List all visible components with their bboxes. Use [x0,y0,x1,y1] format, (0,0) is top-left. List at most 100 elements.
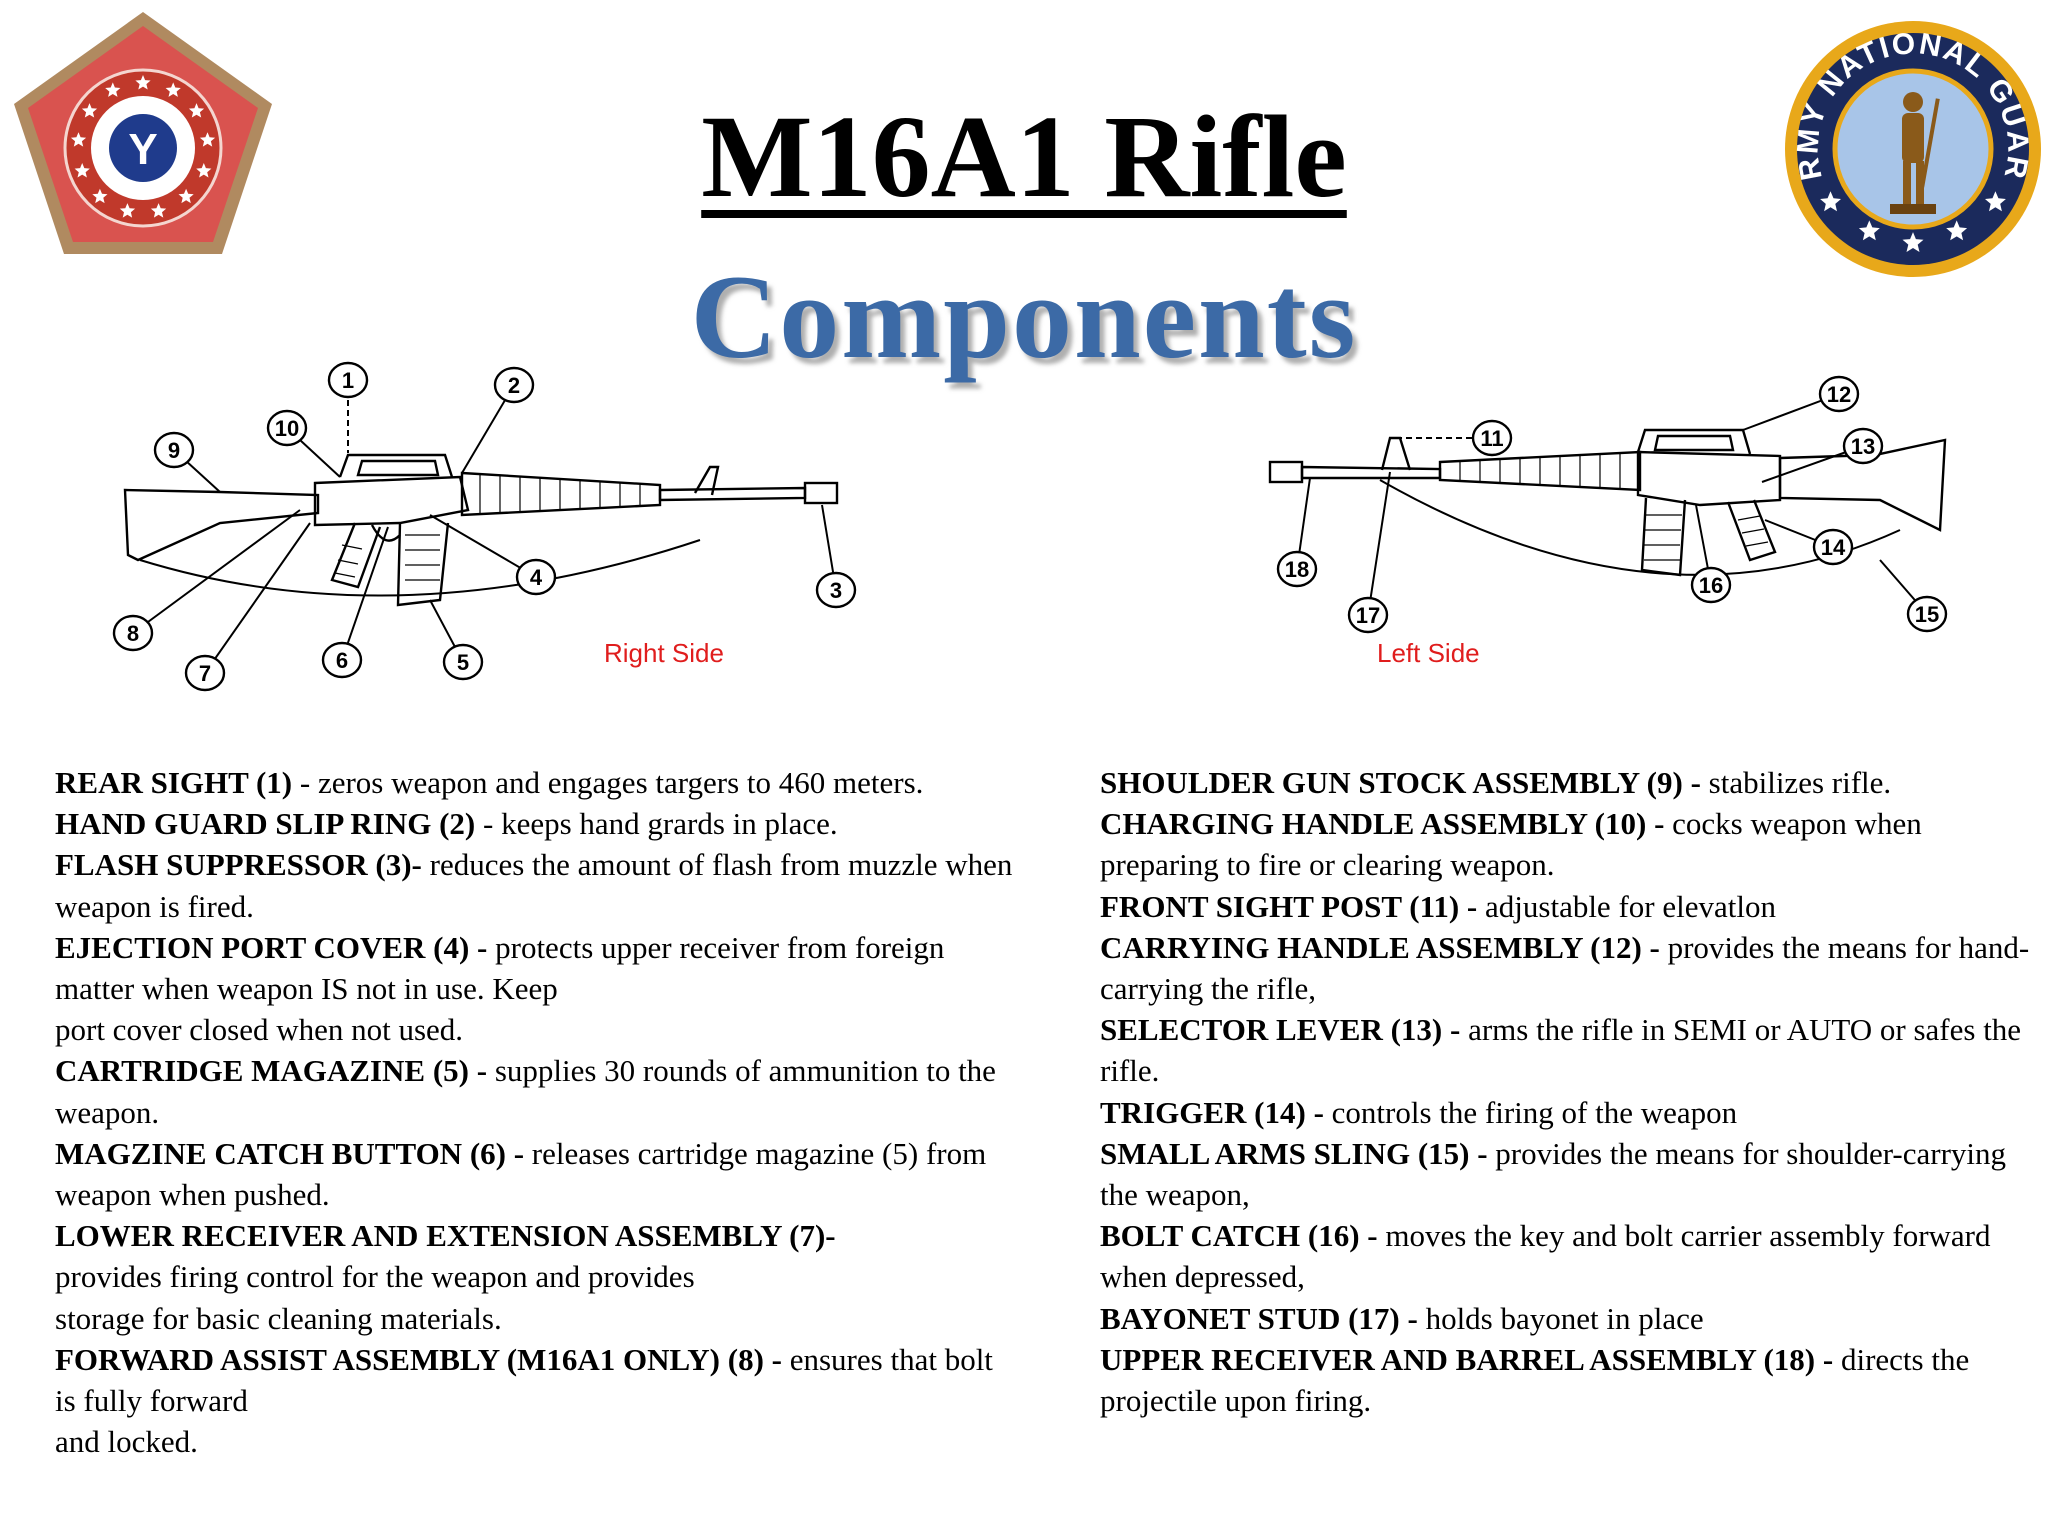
component-name: REAR SIGHT (1) [55,765,293,800]
component-description: directs the projectile upon firing. [1100,1341,1970,1419]
callout-marker [153,431,195,469]
component-description: provides firing control for the weapon a… [55,1259,695,1336]
patch-star-icon [81,103,98,118]
component-entry: MAGZINE CATCH BUTTON (6) - releases cart… [55,1133,1015,1215]
division-patch-logo: Y [14,12,272,254]
callout-number: 18 [1285,557,1309,582]
callout-marker [266,409,308,447]
component-name: TRIGGER (14) - [1100,1094,1324,1130]
callout-number: 12 [1827,382,1851,407]
callout-number: 17 [1356,603,1380,628]
left-side-label: Left Side [1377,638,1480,668]
component-entry: CHARGING HANDLE ASSEMBLY (10) - cocks we… [1100,803,2030,885]
patch-star-icon [150,203,167,218]
callout-number: 13 [1851,434,1875,459]
patch-star-icon [199,132,216,147]
component-name: SMALL ARMS SLING (15) - [1100,1135,1488,1171]
patch-star-icon [196,163,212,178]
patch-star-icon [119,203,136,218]
component-entry: FRONT SIGHT POST (11) - adjustable for e… [1100,886,2030,927]
component-description: supplies 30 rounds of ammunition to the … [55,1053,996,1130]
component-description: - keeps hand grards in place. [475,806,838,842]
patch-star-icon [165,82,181,97]
rifle-right-side-drawing [123,453,839,607]
component-entry: CARRYING HANDLE ASSEMBLY (12) - provides… [1100,927,2030,1009]
page-subtitle: Components [690,250,1358,383]
components-list-left: REAR SIGHT (1) - zeros weapon and engage… [55,762,1015,1462]
callout-number: 6 [336,648,348,673]
component-name: SHOULDER GUN STOCK ASSEMBLY (9) - [1100,765,1701,800]
callout-number: 9 [168,438,180,463]
patch-star-icon [178,188,194,204]
callout-marker [1842,427,1884,465]
callout-marker [1906,595,1948,633]
callout-number: 4 [530,565,543,590]
component-name: LOWER RECEIVER AND EXTENSION ASSEMBLY (7… [55,1218,836,1254]
seal-star-icon [1820,191,1841,212]
component-entry: TRIGGER (14) - controls the firing of th… [1100,1092,2030,1133]
callout-marker [1690,566,1732,604]
callout-number: 15 [1915,602,1939,627]
component-description: provides the means for shoulder-carrying… [1100,1135,2007,1213]
component-entry: SHOULDER GUN STOCK ASSEMBLY (9) - stabil… [1100,762,2030,803]
component-description: - zeros weapon and engages targers to 46… [292,765,924,800]
component-entry: SMALL ARMS SLING (15) - provides the mea… [1100,1133,2030,1215]
callout-number: 8 [127,621,139,646]
callout-marker [1347,596,1389,634]
callout-number: 5 [457,650,469,675]
callout-marker [815,571,857,609]
callout-marker [327,361,369,399]
component-name: CARTRIDGE MAGAZINE (5) - [55,1053,488,1089]
component-description: cocks weapon when preparing to fire or c… [1100,806,1922,883]
patch-star-icon [105,82,121,97]
component-description: ensures that bolt is fully forward and l… [55,1341,993,1460]
callout-leader-line [1367,471,1391,616]
component-entry: LOWER RECEIVER AND EXTENSION ASSEMBLY (7… [55,1215,1015,1339]
component-entry: BOLT CATCH (16) - moves the key and bolt… [1100,1215,2030,1297]
component-entry: EJECTION PORT COVER (4) - protects upper… [55,927,1015,1051]
page-title: M16A1 Rifle [701,91,1347,222]
component-name: HAND GUARD SLIP RING (2) [55,806,476,842]
callout-number: 16 [1699,573,1723,598]
callout-marker [493,366,535,404]
component-name: BAYONET STUD (17) - [1100,1300,1418,1336]
patch-star-icon [135,75,151,90]
component-description: reduces the amount of flash from muzzle … [55,847,1013,924]
callout-marker [184,654,226,692]
patch-star-icon [92,188,108,204]
patch-star-icon [74,163,90,178]
callout-marker [1471,419,1513,457]
component-description: holds bayonet in place [1417,1300,1704,1336]
patch-letter: Y [128,125,157,174]
callout-leader-line [204,522,311,674]
component-description: protects upper receiver from foreign mat… [55,929,945,1048]
component-name: MAGZINE CATCH BUTTON (6) - [55,1135,525,1171]
callout-number: 10 [275,416,299,441]
callout-leader-line [341,526,389,661]
component-description: provides the means for hand-carrying the… [1100,929,2030,1007]
component-name: CARRYING HANDLE ASSEMBLY (12) - [1100,929,1660,965]
seal-stars [1820,191,2006,252]
callout-number: 1 [342,368,354,393]
callout-marker [112,614,154,652]
component-description: stabilizes rifle. [1700,765,1892,800]
callout-number: 11 [1480,426,1503,451]
component-name: SELECTOR LEVER (13) - [1100,1012,1461,1048]
component-entry: FORWARD ASSIST ASSEMBLY (M16A1 ONLY) (8)… [55,1339,1015,1463]
minuteman-figure-icon [1890,92,1940,214]
seal-star-icon [1858,220,1880,241]
seal-star-icon [1902,232,1924,252]
component-description: controls the firing of the weapon [1323,1094,1738,1130]
right-side-label: Right Side [604,638,724,668]
component-name: CHARGING HANDLE ASSEMBLY (10) - [1100,806,1665,842]
callout-marker [515,558,557,596]
component-description: releases cartridge magazine (5) from wea… [55,1135,987,1213]
callout-number: 2 [508,373,520,398]
callout-marker [1276,550,1318,588]
component-description: adjustable for elevatlon [1477,888,1776,924]
component-name: BOLT CATCH (16) - [1100,1218,1378,1254]
component-entry: CARTRIDGE MAGAZINE (5) - supplies 30 rou… [55,1050,1015,1132]
component-entry: UPPER RECEIVER AND BARREL ASSEMBLY (18) … [1100,1339,2030,1421]
